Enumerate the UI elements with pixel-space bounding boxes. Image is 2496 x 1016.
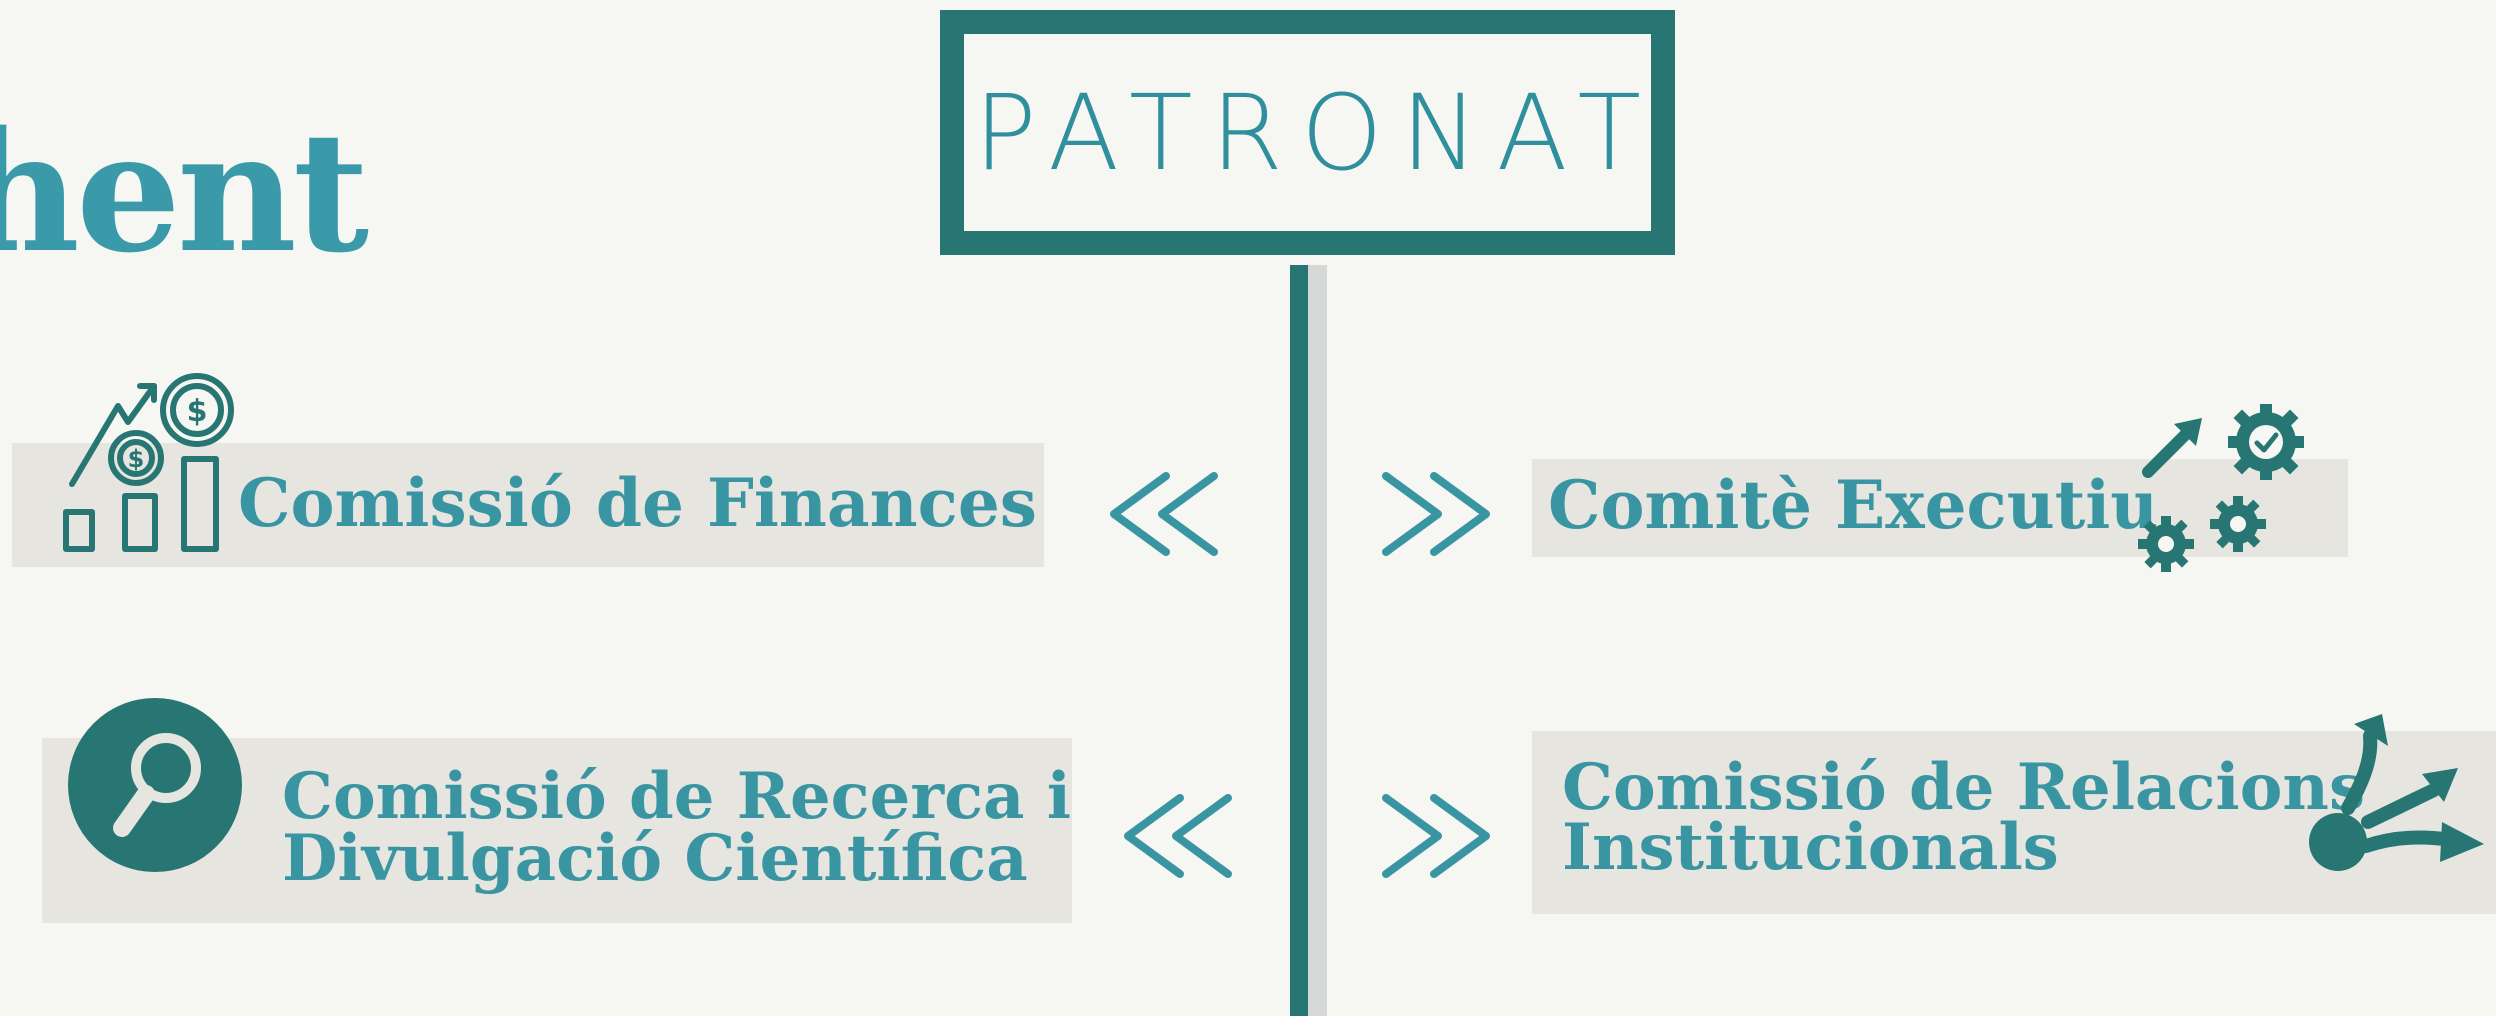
- finance-growth-icon: $ $: [62, 372, 242, 557]
- double-chevron-right-icon: [1380, 472, 1492, 556]
- vertical-stem: [1290, 265, 1308, 1016]
- relacions-label: Comissió de Relacions Institucionals: [1562, 750, 2365, 885]
- stem-shadow: [1306, 265, 1327, 1016]
- double-chevron-right-icon: [1380, 794, 1492, 878]
- double-chevron-left-icon: [1122, 794, 1234, 878]
- patronat-box: PATRONAT: [940, 10, 1675, 255]
- executiu-label: Comitè Executiu: [1548, 466, 2159, 544]
- recerca-label-line1: Comissió de Recerca i: [282, 759, 1072, 834]
- svg-text:$: $: [128, 445, 145, 473]
- magnifier-icon: [68, 698, 242, 872]
- heading-fragment: hent: [0, 95, 369, 289]
- relacions-label-line1: Comissió de Relacions: [1562, 750, 2365, 825]
- branching-arrows-icon: [2306, 714, 2486, 874]
- patronat-label: PATRONAT: [973, 71, 1660, 194]
- double-chevron-left-icon: [1108, 472, 1220, 556]
- recerca-label: Comissió de Recerca i Divulgació Científ…: [282, 759, 1072, 896]
- executiu-band: [1532, 459, 2348, 557]
- recerca-label-line2: Divulgació Científica: [282, 821, 1028, 896]
- relacions-label-line2: Institucionals: [1562, 810, 2059, 885]
- gears-icon: [2136, 398, 2316, 578]
- svg-text:$: $: [187, 394, 208, 429]
- finances-label: Comissió de Finances: [238, 464, 1037, 542]
